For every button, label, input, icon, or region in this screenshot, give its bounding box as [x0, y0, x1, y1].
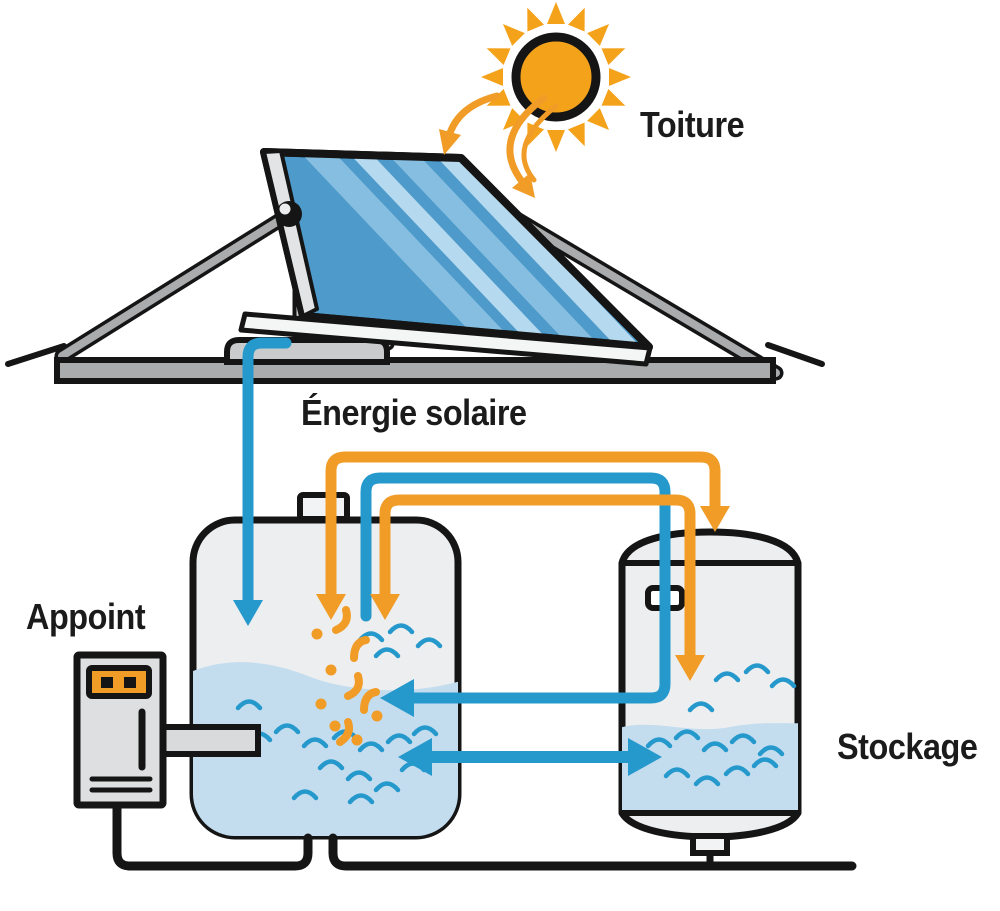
top-transfer-pipe — [325, 451, 721, 596]
solar-energy-label: Énergie solaire — [301, 392, 527, 433]
bottom-exchange-arrowhead-right — [628, 738, 662, 776]
display-square — [101, 677, 113, 688]
left-rafter — [58, 211, 292, 360]
sun-ray — [547, 130, 565, 152]
solar-supply-arrowhead — [233, 600, 263, 626]
inner-transfer-arrowhead-right — [675, 655, 705, 681]
auxiliary-vents — [89, 776, 153, 793]
pipe-arrow-icons — [233, 337, 730, 776]
auxiliary-display — [86, 665, 152, 699]
irradiance-arrowhead — [439, 129, 461, 155]
sun-ray — [601, 48, 626, 66]
sun-ray — [502, 23, 525, 46]
ground-exchange-pipe — [328, 833, 857, 871]
sun-ray — [567, 122, 585, 147]
storage-tank-water — [622, 723, 798, 812]
roof-label: Toiture — [640, 104, 745, 145]
sun-ray — [567, 7, 585, 32]
panel-hinge-highlight — [279, 203, 291, 215]
auxiliary-bottom-pipe — [112, 800, 313, 871]
storage-tank-foot — [690, 833, 730, 856]
exchange-return-pipe — [360, 472, 671, 704]
panel-stripe — [296, 152, 550, 347]
solar-supply-pipe — [242, 337, 292, 606]
heat-particle-dots — [311, 628, 383, 746]
sun-ray — [527, 7, 545, 32]
sun-core — [511, 32, 601, 122]
irradiance-arrowhead — [512, 173, 535, 198]
solar-panel-icon — [238, 148, 653, 367]
right-rafter — [496, 205, 780, 377]
exchange-return-arrowhead — [380, 679, 414, 717]
irradiance-arc — [506, 94, 548, 188]
irradiance-arc-thin — [521, 103, 559, 183]
sun-icon — [481, 2, 631, 152]
panel-stripe — [382, 152, 632, 347]
panel-left-frame — [262, 149, 319, 318]
water-wave-icons — [645, 663, 797, 787]
ceiling-beam — [54, 357, 776, 384]
left-eave-line — [5, 343, 67, 367]
panel-stripes — [296, 152, 649, 347]
auxiliary-label: Appoint — [26, 596, 146, 637]
panel-hinge — [276, 201, 302, 227]
sun-ray — [601, 88, 626, 106]
auxiliary-heater-icon — [73, 651, 857, 871]
bottom-exchange-arrowhead-left — [398, 738, 432, 776]
inner-transfer-pipe — [379, 494, 696, 657]
main-tank-icon — [189, 492, 462, 840]
right-eave-line — [765, 342, 825, 367]
top-transfer-arrowhead-left — [316, 594, 346, 620]
tank-top-cap — [297, 492, 350, 522]
inner-transfer-arrowhead-left — [370, 594, 400, 620]
sun-ray — [547, 2, 565, 24]
sun-ray — [587, 108, 610, 131]
auxiliary-arm — [160, 724, 261, 757]
heat-particle-icons — [332, 606, 380, 746]
panel-bottom-frame — [238, 311, 653, 367]
sun-ray — [486, 48, 511, 66]
sun-ray — [502, 108, 525, 131]
irradiance-arc — [445, 92, 501, 140]
solar-irradiance-arrow-icons — [439, 92, 559, 198]
main-tank-water — [193, 662, 458, 836]
panel-stripe — [428, 152, 649, 347]
storage-label: Stockage — [837, 726, 978, 767]
panel-stripe — [344, 152, 586, 347]
sun-ray — [481, 68, 503, 86]
sun-rays — [481, 2, 631, 152]
sun-ray — [609, 68, 631, 86]
sun-ray — [587, 23, 610, 46]
display-square — [124, 677, 136, 688]
top-transfer-arrowhead-right — [700, 506, 730, 532]
